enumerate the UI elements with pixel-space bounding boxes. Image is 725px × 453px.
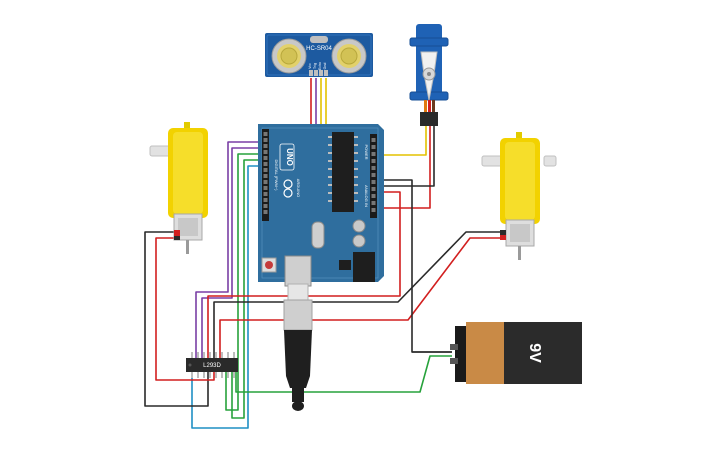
driver-label: L293D <box>203 363 221 369</box>
battery-label: 9V <box>526 343 543 363</box>
motor-driver-chip[interactable]: L293D <box>186 352 238 378</box>
dc-motor-right[interactable] <box>481 132 557 260</box>
wire-servo-power[interactable] <box>380 126 431 209</box>
wire-servo-ground[interactable] <box>380 126 435 187</box>
transducer-left <box>271 38 307 74</box>
transducer-right <box>331 38 367 74</box>
sensor-pin-trig: Trig <box>313 63 317 69</box>
wire-driver-in3[interactable] <box>225 153 258 411</box>
atmega-chip <box>332 132 354 212</box>
wire-driver-en[interactable] <box>191 165 258 429</box>
analog-label: ANALOG IN <box>364 185 369 207</box>
wire-driver-in2[interactable] <box>201 147 258 362</box>
wire-motor-left-b[interactable] <box>155 237 215 381</box>
power-label: POWER <box>364 144 369 159</box>
arduino-uno[interactable]: DIGITAL (PWM~) POWER ANALOG IN UNO ARDUI… <box>258 124 384 287</box>
wire-driver-in4[interactable] <box>231 159 258 419</box>
usb-port <box>284 255 312 287</box>
uno-label: UNO <box>285 148 294 166</box>
wire-motor-right-a[interactable] <box>213 231 502 362</box>
dc-motor-left[interactable] <box>149 122 208 254</box>
digital-header-label: DIGITAL (PWM~) <box>274 160 279 192</box>
usb-cable[interactable] <box>283 283 313 411</box>
sensor-label: HC-SR04 <box>306 46 332 52</box>
wires <box>144 78 502 429</box>
sensor-pin-gnd: Gnd <box>323 63 327 70</box>
wire-driver-in1[interactable] <box>195 141 258 362</box>
wire-battery-plus[interactable] <box>235 355 452 393</box>
battery-9v[interactable]: 9V <box>450 322 582 384</box>
power-jack <box>353 252 375 282</box>
ultrasonic-sensor[interactable]: HC-SR04 Vcc Trig Echo Gnd <box>265 33 373 77</box>
sensor-pin-echo: Echo <box>318 62 322 70</box>
sensor-pin-vcc: Vcc <box>308 63 312 69</box>
arduino-logo-icon <box>283 179 293 198</box>
wire-motor-right-b[interactable] <box>219 237 502 362</box>
wire-driver-gnd[interactable] <box>380 179 452 353</box>
brand-label: ARDUINO <box>296 179 301 197</box>
wire-driver-vcc[interactable] <box>207 191 401 362</box>
reset-icon <box>265 261 273 269</box>
wire-motor-left-a[interactable] <box>144 231 209 407</box>
servo-motor[interactable] <box>409 24 449 126</box>
